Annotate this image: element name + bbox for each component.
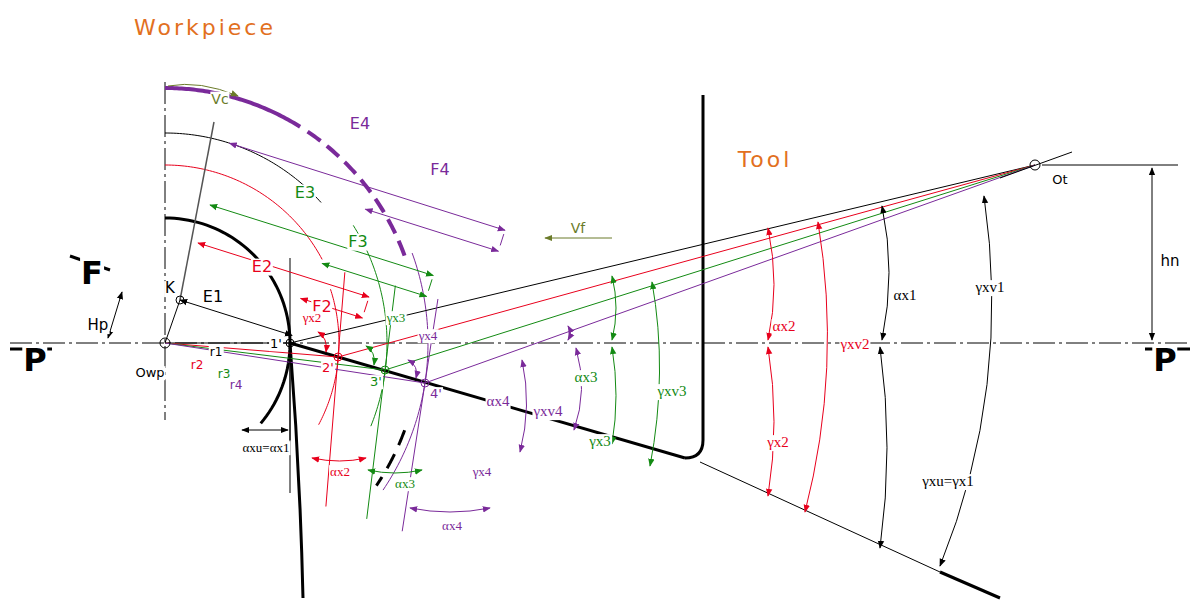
dimension-arrow	[318, 332, 326, 352]
height-dimension	[1152, 168, 1153, 340]
dimension-arrow	[882, 206, 889, 340]
dimension-label: γx2	[766, 435, 790, 451]
normal-line	[402, 299, 438, 531]
distance-dimension	[230, 143, 506, 230]
dimension-label: γx2	[302, 311, 323, 325]
feed-arrow	[545, 238, 612, 239]
dimension-label: γxv1	[974, 280, 1005, 296]
distance-dimension	[210, 205, 433, 276]
dimension-arrow	[574, 348, 582, 430]
dimension-label: Owp	[134, 366, 165, 380]
dimension-label: E1	[202, 289, 224, 306]
dimension-arrow	[940, 196, 992, 566]
part-name: P	[22, 344, 47, 378]
flank-face	[290, 343, 303, 598]
dimension-label: γxv4	[532, 404, 563, 420]
part-name: F	[80, 257, 104, 291]
dimension-arrow	[805, 222, 827, 512]
dimension-label: F3	[347, 234, 368, 251]
workpiece-arc	[165, 218, 290, 423]
dimension-label: F4	[429, 162, 450, 179]
dimension-label: Hp	[87, 318, 110, 334]
dimension-label: r4	[229, 379, 244, 392]
extension-line	[364, 301, 368, 312]
dimension-label: γx4	[472, 465, 493, 479]
tool-outline	[685, 95, 703, 458]
dimension-label: αx3	[574, 370, 599, 386]
dimension-label: αxu=αx1	[242, 441, 291, 455]
dimension-label: 1'	[269, 337, 283, 351]
extension-line	[428, 279, 432, 290]
dimension-label: Ot	[1051, 173, 1068, 187]
radius-line	[165, 343, 338, 357]
dimension-label: αx2	[772, 319, 797, 335]
point-marker	[334, 353, 342, 361]
dimension-arrow	[312, 458, 366, 461]
dimension-label: αx1	[893, 288, 918, 304]
dimension-arrow	[650, 282, 660, 466]
dimension-arrow	[408, 360, 417, 378]
dimension-label: γx3	[588, 434, 612, 450]
normal-line	[290, 258, 291, 493]
point-marker	[381, 366, 389, 374]
reference-plane-line	[10, 343, 1190, 344]
dimension-arrow	[612, 347, 616, 444]
dimension-label: E2	[251, 259, 273, 276]
trace-line	[180, 122, 214, 300]
dimension-label: γxu=γx1	[921, 474, 975, 490]
point-marker	[421, 379, 429, 387]
dimension-label: γx3	[386, 311, 407, 325]
distance-dimension	[322, 263, 427, 296]
workpiece-arc	[165, 165, 322, 259]
dimension-arrow	[768, 347, 774, 496]
workpiece-arc	[165, 133, 321, 202]
extension-line	[1042, 165, 1178, 166]
reference-line	[940, 572, 1000, 598]
dimension-label: γxv3	[656, 384, 687, 400]
part-name: P	[1152, 344, 1177, 378]
reference-line	[700, 462, 940, 572]
offset-dimension	[108, 292, 122, 338]
dimension-arrow	[880, 347, 887, 548]
part-name: Workpiece	[133, 16, 277, 39]
dimension-arrow	[612, 276, 616, 340]
radius-line	[165, 343, 425, 383]
dimension-arrow	[410, 508, 490, 512]
dimension-arrow	[366, 346, 374, 365]
normal-line	[290, 343, 291, 440]
dimension-label: E4	[349, 116, 371, 133]
dimension-label: Vf	[570, 221, 587, 236]
dimension-label: Vc	[210, 92, 229, 107]
extension-line	[500, 234, 504, 245]
dimension-label: r1	[209, 346, 224, 359]
dimension-label: 2'	[321, 361, 335, 375]
dimension-label: γxv2	[839, 337, 870, 353]
dimension-label: 4'	[429, 387, 443, 401]
dimension-label: E3	[294, 185, 316, 202]
dimension-arrow	[568, 326, 570, 340]
distance-dimension	[180, 300, 292, 335]
dimension-arrow	[520, 360, 527, 452]
ray-line	[385, 165, 1035, 370]
dimension-label: 3'	[369, 375, 383, 389]
part-name: Tool	[737, 148, 794, 171]
dimension-arrow	[242, 430, 288, 431]
dimension-label: r2	[190, 359, 205, 372]
dimension-label: αx4	[486, 394, 511, 410]
ray-line	[338, 165, 1035, 357]
dimension-arrow	[368, 470, 422, 473]
dimension-label: K	[164, 281, 176, 297]
dimension-label: αx4	[441, 519, 463, 533]
dimension-label: αx3	[394, 477, 416, 491]
ray-line	[290, 165, 1035, 343]
ray-line	[425, 165, 1035, 383]
offset-line	[165, 300, 180, 343]
dimension-label: γx4	[418, 329, 439, 343]
dimension-label: αx2	[329, 465, 351, 479]
dimension-label: hn	[1159, 254, 1180, 270]
distance-dimension	[365, 209, 498, 251]
